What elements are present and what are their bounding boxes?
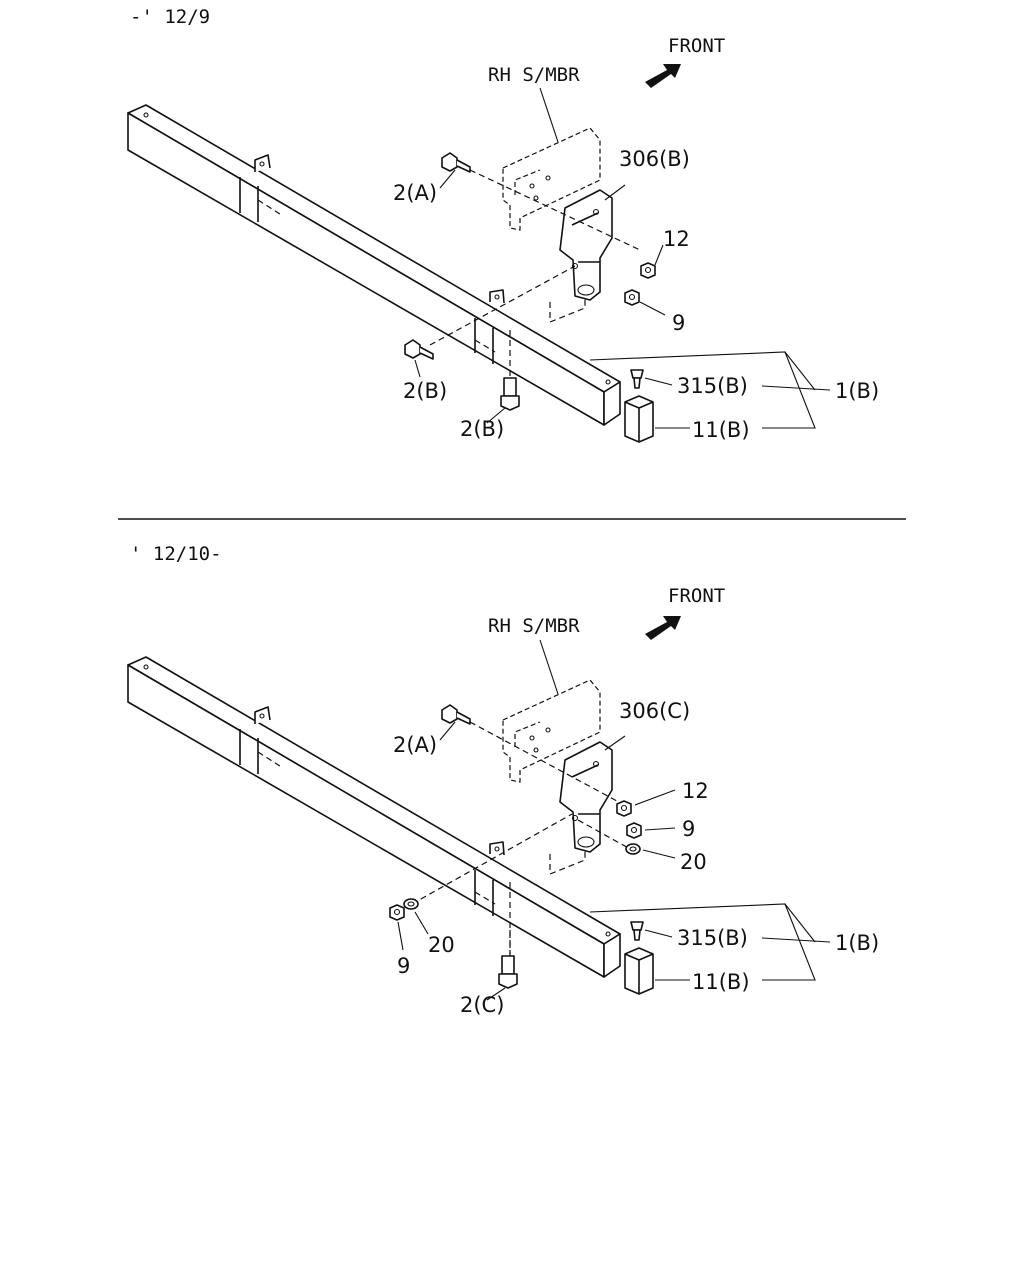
bottom-label-9: 9 — [682, 817, 695, 841]
top-front-label: FRONT — [668, 35, 725, 57]
bottom-label-20b: 20 — [428, 933, 455, 957]
bottom-nut-9-icon — [626, 822, 642, 839]
bottom-front-label: FRONT — [668, 585, 725, 607]
bottom-label-11b: 11(B) — [692, 970, 750, 994]
top-label-315b: 315(B) — [677, 374, 748, 398]
top-member-label: RH S/MBR — [488, 64, 580, 86]
bottom-range-label: ' 12/10- — [130, 543, 222, 565]
bottom-nut-12-icon — [616, 800, 632, 817]
top-label-2b-2: 2(B) — [460, 417, 504, 441]
bottom-label-2a: 2(A) — [393, 733, 437, 757]
top-label-306b: 306(B) — [619, 147, 690, 171]
bottom-label-9b: 9 — [397, 954, 410, 978]
top-front-arrow-icon — [645, 64, 681, 88]
top-bolt-a-icon — [441, 152, 471, 173]
top-block-icon — [624, 395, 654, 443]
top-label-2b-1: 2(B) — [403, 379, 447, 403]
bottom-bolt-c-icon — [498, 955, 518, 989]
bottom-block-icon — [624, 947, 654, 995]
bottom-bolt-a-icon — [441, 704, 471, 725]
bottom-nut-9b-icon — [389, 904, 405, 921]
top-panel: -' 12/9 FRONT RH S/MBR 2(A) 306(B) 12 — [127, 6, 879, 443]
bottom-panel: ' 12/10- FRONT RH S/MBR — [127, 543, 879, 1017]
bottom-front-arrow-icon — [645, 616, 681, 640]
bottom-label-315b: 315(B) — [677, 926, 748, 950]
top-bracket — [559, 189, 613, 301]
top-bolt-b2-icon — [500, 377, 520, 411]
top-range-label: -' 12/9 — [130, 6, 210, 28]
bottom-bracket — [559, 741, 613, 853]
top-bolt-b1-icon — [404, 339, 434, 360]
bottom-label-1b: 1(B) — [835, 931, 879, 955]
top-label-11b: 11(B) — [692, 418, 750, 442]
top-label-2a: 2(A) — [393, 181, 437, 205]
bottom-label-306c: 306(C) — [619, 699, 690, 723]
bottom-member-label: RH S/MBR — [488, 615, 580, 637]
top-nut-12-icon — [640, 262, 656, 279]
top-label-1b: 1(B) — [835, 379, 879, 403]
top-nut-9-icon — [624, 289, 640, 306]
bottom-washer-20b-icon — [403, 898, 419, 910]
top-clip-icon — [630, 369, 644, 389]
bottom-clip-icon — [630, 921, 644, 941]
bottom-washer-20-icon — [625, 843, 641, 855]
bottom-label-20: 20 — [680, 850, 707, 874]
top-label-12: 12 — [663, 227, 690, 251]
bottom-label-12: 12 — [682, 779, 709, 803]
bottom-label-2c: 2(C) — [460, 993, 504, 1017]
top-label-9: 9 — [672, 311, 685, 335]
